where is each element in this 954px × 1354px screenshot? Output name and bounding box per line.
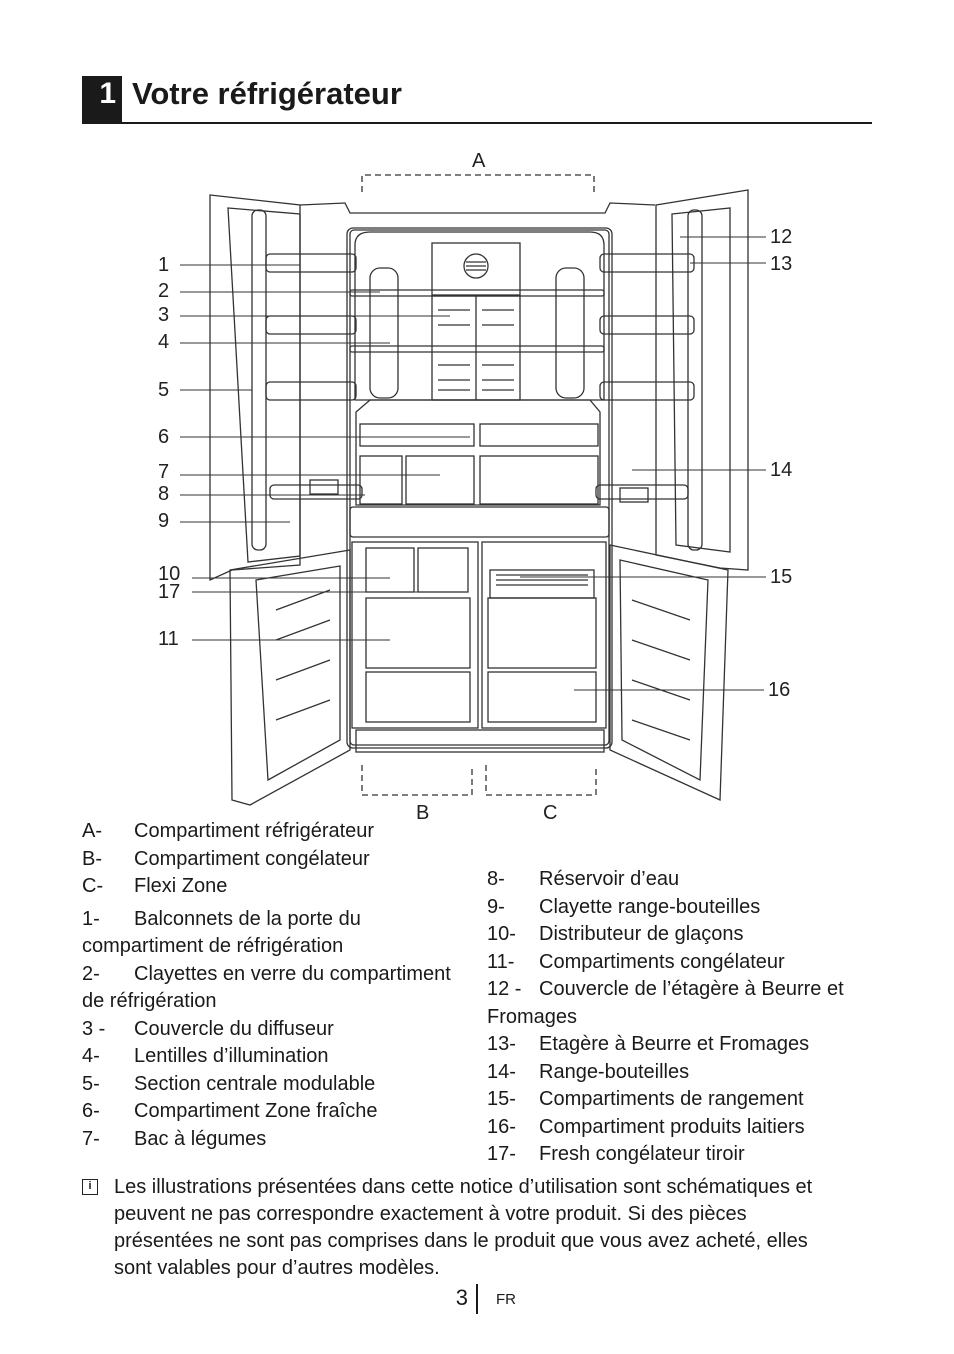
callout-11: 11	[158, 628, 179, 650]
zone-a-bracket	[361, 174, 595, 192]
callout-15: 15	[770, 566, 792, 588]
legend-item: 2-Clayettes en verre du compartiment de …	[82, 962, 451, 1013]
info-icon: i	[82, 1179, 98, 1195]
legend-item: C-Flexi Zone	[82, 875, 228, 897]
legend-item: 12 -Couvercle de l’étagère à Beurre et F…	[487, 978, 844, 1028]
section-number: 1	[82, 76, 122, 122]
legend-item: 14-Range-bouteilles	[487, 1060, 690, 1083]
callout-8: 8	[158, 483, 169, 505]
legend-item: 10-Distributeur de glaçons	[487, 923, 744, 945]
refrigerator-diagram: A B C 1 2 3 4 5 6 7 8 9 10 17 11 12 13 1…	[158, 150, 792, 824]
legend-left: A-Compartiment réfrigérateur B-Compartim…	[82, 818, 462, 1153]
section-title: Votre réfrigérateur	[132, 76, 402, 111]
zone-b-bracket	[361, 765, 473, 796]
legend-item: 1-Balconnets de la porte du compartiment…	[82, 907, 361, 958]
legend-item: 7-Bac à légumes	[82, 1127, 267, 1150]
legend-item: 15-Compartiments de rangement	[487, 1088, 804, 1110]
label-a: A	[472, 150, 486, 172]
footer-divider	[476, 1284, 478, 1314]
zone-c-bracket	[485, 765, 597, 796]
callout-14: 14	[770, 459, 792, 481]
legend-right: 8-Réservoir d’eau 9-Clayette range-boute…	[487, 866, 859, 1169]
info-note: i Les illustrations présentées dans cett…	[82, 1174, 842, 1282]
callout-2: 2	[158, 280, 169, 302]
note-text: Les illustrations présentées dans cette …	[114, 1176, 813, 1279]
legend-item: A-Compartiment réfrigérateur	[82, 820, 375, 842]
legend-item: B-Compartiment congélateur	[82, 847, 370, 870]
callout-9: 9	[158, 510, 169, 532]
callout-6: 6	[158, 426, 169, 448]
legend-item: 9-Clayette range-bouteilles	[487, 895, 761, 918]
callout-5: 5	[158, 379, 169, 401]
legend-item: 16-Compartiment produits laitiers	[487, 1115, 805, 1138]
callout-3: 3	[158, 304, 169, 326]
section-heading: 1 Votre réfrigérateur	[82, 76, 872, 124]
legend-item: 5-Section centrale modulable	[82, 1072, 376, 1095]
label-b: B	[416, 802, 429, 824]
legend-item: 13-Etagère à Beurre et Fromages	[487, 1033, 810, 1055]
callout-1: 1	[158, 254, 169, 276]
callout-13: 13	[770, 253, 792, 275]
callout-17: 17	[158, 581, 180, 603]
legend-item: 8-Réservoir d’eau	[487, 868, 680, 890]
legend-item: 4-Lentilles d’illumination	[82, 1045, 329, 1067]
legend-item: 3 -Couvercle du diffuseur	[82, 1017, 334, 1040]
callout-4: 4	[158, 331, 169, 353]
legend-item: 6-Compartiment Zone fraîche	[82, 1100, 378, 1122]
label-c: C	[543, 802, 557, 824]
callout-12: 12	[770, 226, 792, 248]
legend-item: 11-Compartiments congélateur	[487, 950, 785, 973]
language-code: FR	[496, 1291, 516, 1308]
callout-16: 16	[768, 679, 790, 701]
callout-7: 7	[158, 461, 169, 483]
page-number: 3	[455, 1285, 468, 1310]
legend-item: 17-Fresh congélateur tiroir	[487, 1143, 745, 1165]
callout-10: 10	[158, 563, 180, 585]
